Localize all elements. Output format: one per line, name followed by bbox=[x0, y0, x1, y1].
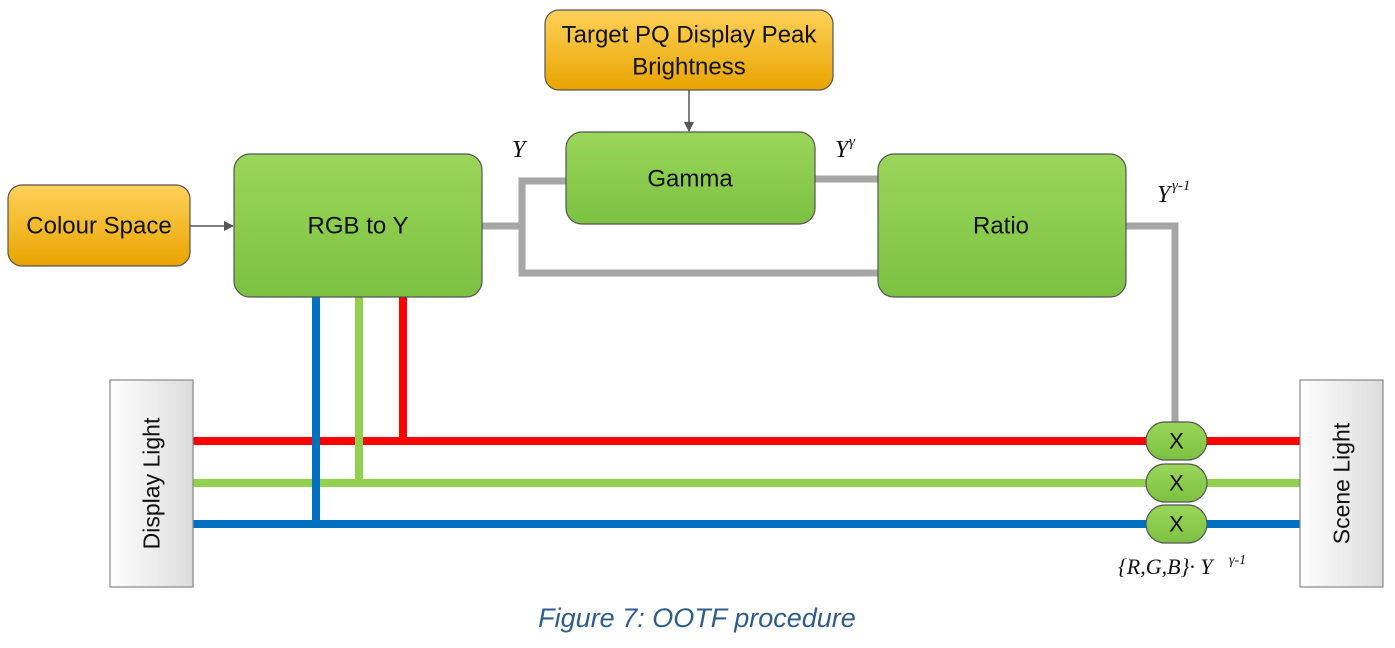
y-bypass-line bbox=[518, 226, 880, 277]
y-ratio-base: Y bbox=[1157, 182, 1173, 208]
ratio-to-multiplier-line bbox=[1126, 222, 1179, 430]
y-to-gamma-line bbox=[518, 177, 568, 226]
y-gamma-base: Y bbox=[835, 137, 851, 163]
colour-space-label: Colour Space bbox=[26, 213, 171, 240]
output-exponent: γ-1 bbox=[1229, 553, 1246, 568]
rgb-to-y-node: RGB to Y bbox=[233, 153, 483, 298]
display-light-label: Display Light bbox=[139, 417, 165, 549]
y-gamma-exponent: γ bbox=[849, 134, 856, 150]
colour-space-node: Colour Space bbox=[7, 184, 191, 267]
output-signal-label: {R,G,B}· Y γ-1 bbox=[1118, 553, 1246, 579]
y-signal-label: Y bbox=[512, 137, 528, 163]
display-light-box: Display Light bbox=[109, 379, 194, 588]
gamma-node: Gamma bbox=[565, 131, 816, 225]
target-peak-label-line2: Brightness bbox=[632, 54, 745, 81]
channel-lines bbox=[193, 296, 1300, 528]
target-peak-brightness-node: Target PQ Display Peak Brightness bbox=[544, 9, 834, 91]
arrows bbox=[190, 90, 694, 231]
scene-light-box: Scene Light bbox=[1299, 379, 1384, 588]
ratio-label: Ratio bbox=[973, 213, 1029, 240]
y-ratio-exponent: γ-1 bbox=[1172, 178, 1190, 194]
output-prefix: {R,G,B}· Y bbox=[1118, 554, 1215, 579]
target-peak-label-line1: Target PQ Display Peak bbox=[562, 22, 818, 49]
ratio-node: Ratio bbox=[877, 153, 1127, 298]
multiplier-green-label: X bbox=[1169, 471, 1184, 496]
gamma-label: Gamma bbox=[647, 166, 733, 193]
multiplier-red-label: X bbox=[1169, 429, 1184, 454]
multiplier-red: X bbox=[1145, 421, 1208, 461]
multiplier-green: X bbox=[1145, 463, 1208, 503]
y-gamma-signal-label: Y γ bbox=[835, 134, 856, 163]
multiplier-blue-label: X bbox=[1169, 512, 1184, 537]
figure-caption: Figure 7: OOTF procedure bbox=[538, 603, 856, 633]
grey-signal-lines bbox=[482, 175, 1179, 430]
scene-light-label: Scene Light bbox=[1329, 422, 1355, 544]
y-ratio-signal-label: Y γ-1 bbox=[1157, 178, 1190, 208]
multiplier-blue: X bbox=[1145, 504, 1208, 544]
rgb-to-y-label: RGB to Y bbox=[308, 213, 409, 240]
